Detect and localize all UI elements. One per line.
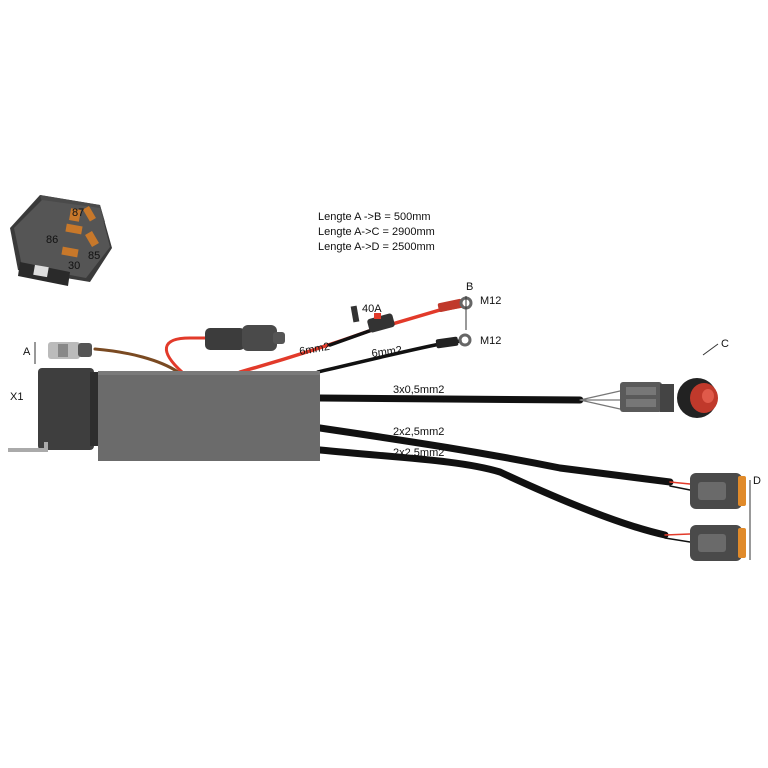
ring-terminal-bottom <box>435 333 472 349</box>
length-a-c: Lengte A->C = 2900mm <box>318 226 435 238</box>
cable-3x05 <box>316 394 584 404</box>
relay-pin-30-label: 30 <box>68 260 80 272</box>
relay-pin-87-label: 87 <box>72 207 84 219</box>
wire-label-6mm2-red: 6mm2 <box>298 341 330 358</box>
switch-c: C <box>620 338 729 418</box>
brown-wire <box>93 347 180 374</box>
length-a-b: Lengte A ->B = 500mm <box>318 211 431 223</box>
label-d: D <box>753 475 761 487</box>
length-a-d: Lengte A->D = 2500mm <box>318 241 435 253</box>
relay-pin-86-label: 86 <box>46 234 58 246</box>
cable-2x25-b <box>316 446 669 539</box>
wire-label-2x25-b: 2x2,5mm2 <box>393 447 444 459</box>
relay-pin-85-label: 85 <box>88 250 100 262</box>
label-m12-top: M12 <box>480 295 501 307</box>
label-b: B <box>466 281 473 293</box>
main-box <box>98 371 320 461</box>
label-a: A <box>23 346 31 358</box>
connector-d-bottom <box>690 525 746 561</box>
a-connector: A <box>23 342 92 364</box>
cable-2x25-a <box>316 424 674 486</box>
relay-illustration: 87 86 85 30 <box>10 195 112 286</box>
wires <box>93 304 691 543</box>
length-notes: Lengte A ->B = 500mm Lengte A->C = 2900m… <box>318 211 435 253</box>
label-m12-bottom: M12 <box>480 335 501 347</box>
red-wire-loop <box>164 336 207 374</box>
fuse-holder: 40A <box>350 303 395 333</box>
fuse-label: 40A <box>362 303 382 315</box>
connector-d-top <box>690 473 746 509</box>
x1-relay-socket: X1 <box>8 368 98 452</box>
black-wire-6mm2 <box>316 339 462 374</box>
label-x1: X1 <box>10 391 23 403</box>
wire-label-3x05: 3x0,5mm2 <box>393 384 444 396</box>
wire-label-2x25-a: 2x2,5mm2 <box>393 426 444 438</box>
label-c: C <box>721 338 729 350</box>
wire-label-6mm2-black: 6mm2 <box>371 344 403 360</box>
inline-connector <box>205 325 285 351</box>
